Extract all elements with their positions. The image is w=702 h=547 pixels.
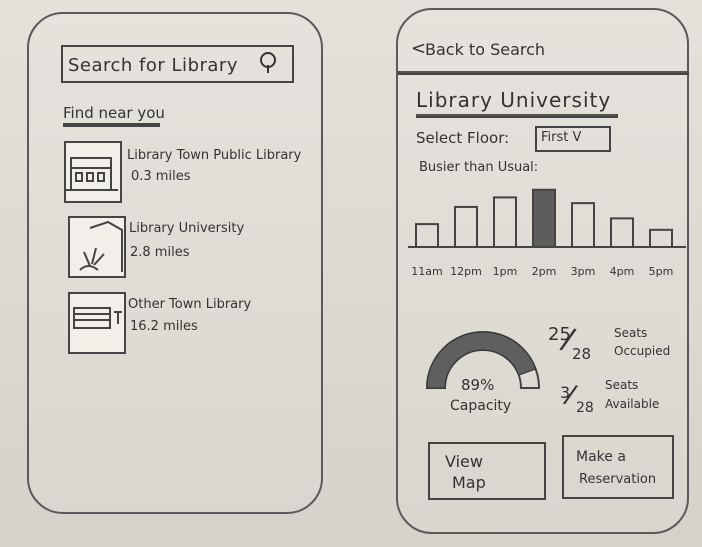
capacity-gauge <box>425 331 541 389</box>
back-to-search-button[interactable]: Back to Search <box>425 40 546 59</box>
floor-select-value: First V <box>541 130 582 145</box>
gauge-fill <box>426 331 537 389</box>
library-distance: 0.3 miles <box>131 169 191 184</box>
library-name[interactable]: Other Town Library <box>128 297 252 312</box>
reservation-label: Make a <box>576 449 626 465</box>
search-icon[interactable] <box>260 52 276 73</box>
chart-tick-label: 3pm <box>571 265 596 278</box>
library-name[interactable]: Library University <box>129 221 245 236</box>
chevron-down-icon: V <box>572 130 582 145</box>
chart-tick-label: 1pm <box>493 265 518 278</box>
search-placeholder: Search for Library <box>68 55 238 76</box>
chart-tick-label: 5pm <box>649 265 674 278</box>
seats-available-label: Available <box>605 397 660 411</box>
search-input[interactable] <box>61 45 294 83</box>
library-thumbnail[interactable] <box>64 141 122 203</box>
reservation-label: Reservation <box>579 472 657 487</box>
building-icon <box>66 157 118 191</box>
chart-bar <box>493 196 517 248</box>
chart-tick-label: 12pm <box>450 265 482 278</box>
find-near-label: Find near you <box>63 104 165 122</box>
seats-occupied-total: 28 <box>572 345 592 363</box>
chart-bar <box>610 217 634 249</box>
library-distance: 16.2 miles <box>130 319 198 334</box>
header-divider <box>398 71 689 75</box>
phone-frame-details <box>396 8 689 534</box>
make-reservation-button[interactable] <box>562 435 674 499</box>
seats-available-count: 3 <box>560 383 571 402</box>
seats-available-total: 28 <box>576 400 594 416</box>
chart-bar <box>415 223 439 248</box>
plant-icon <box>79 220 123 272</box>
library-title: Library University <box>416 88 612 112</box>
view-map-label: Map <box>452 473 486 492</box>
chart-bar <box>571 202 595 248</box>
busy-label: Busier than Usual: <box>419 160 539 175</box>
view-map-label: View <box>445 452 483 471</box>
seats-occupied-label: Occupied <box>614 344 671 358</box>
seats-occupied-label: Seats <box>614 326 648 340</box>
title-underline <box>416 114 618 118</box>
chart-tick-label: 2pm <box>532 265 557 278</box>
floor-select[interactable] <box>535 126 611 152</box>
view-map-button[interactable] <box>428 442 546 500</box>
find-near-underline <box>63 123 160 127</box>
chevron-left-icon[interactable]: < <box>411 38 427 59</box>
chart-bar <box>454 205 478 248</box>
chart-tick-label: 4pm <box>610 265 635 278</box>
chart-tick-label: 11am <box>411 265 442 278</box>
bookshelf-icon <box>73 307 122 329</box>
capacity-value: 89% <box>461 376 495 394</box>
floor-label: Select Floor: <box>416 129 510 147</box>
library-thumbnail[interactable] <box>68 292 126 354</box>
library-distance: 2.8 miles <box>130 245 190 260</box>
library-name[interactable]: Library Town Public Library <box>127 148 302 163</box>
library-thumbnail[interactable] <box>68 216 126 278</box>
capacity-label: Capacity <box>450 398 512 414</box>
chart-bar <box>532 188 556 249</box>
busy-times-chart: 11am 12pm 1pm 2pm 3pm 4pm 5pm <box>408 188 686 278</box>
seats-occupied-count: 25 <box>548 324 571 345</box>
chart-bar <box>649 228 673 248</box>
seats-available-label: Seats <box>605 378 639 392</box>
